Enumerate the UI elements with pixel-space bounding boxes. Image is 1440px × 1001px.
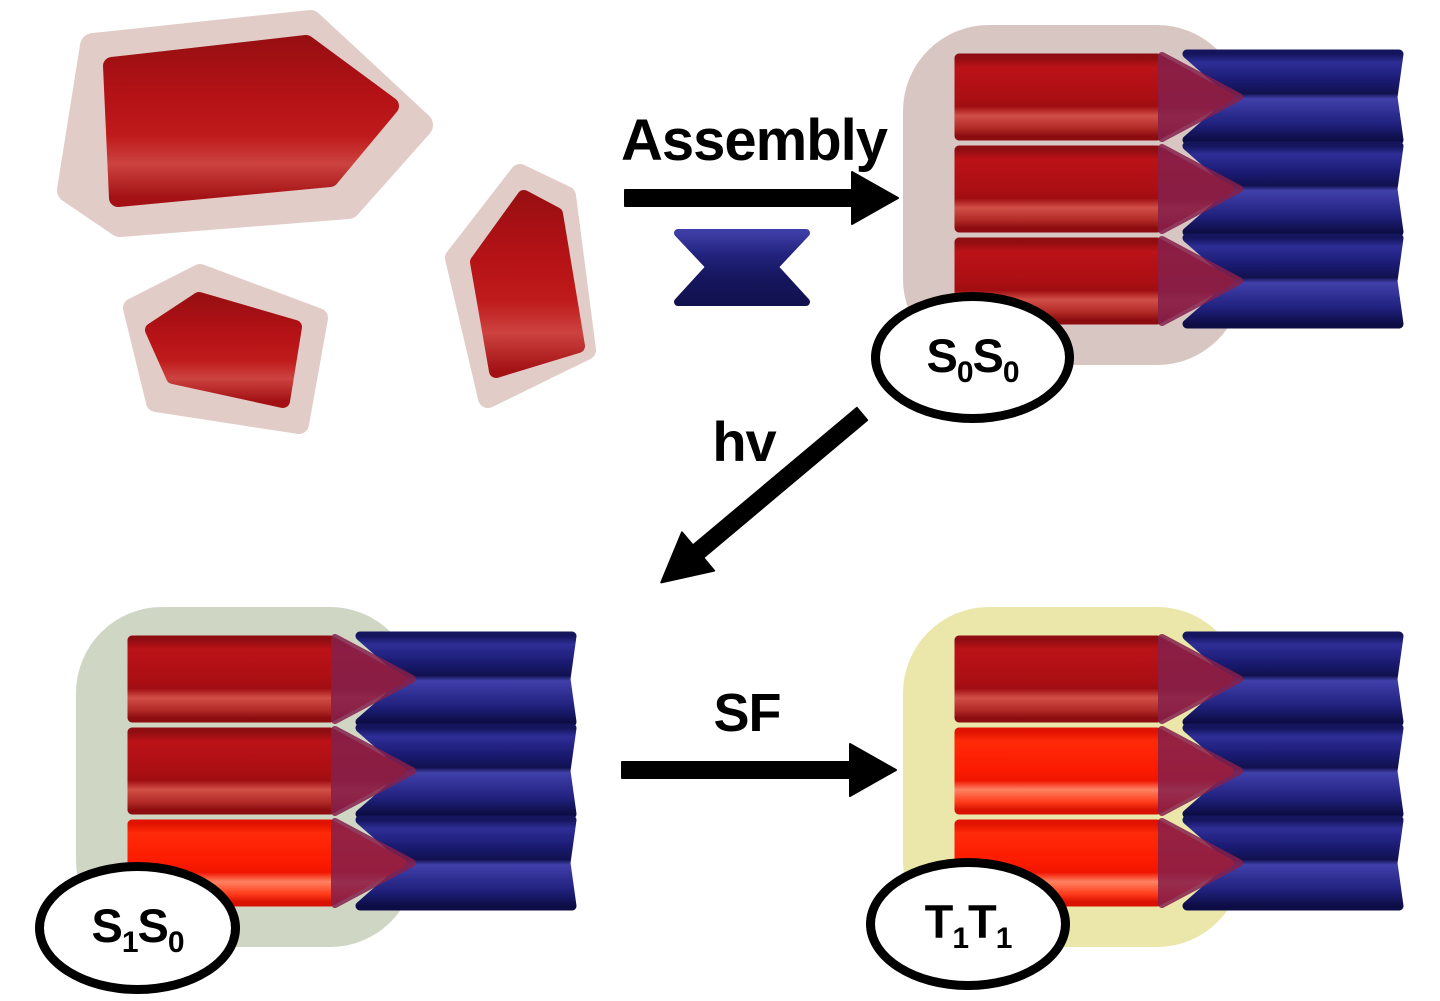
junction-overlap xyxy=(1158,52,1243,142)
hv-arrow xyxy=(660,406,869,584)
junction-overlap xyxy=(1158,144,1243,234)
state-label-s0s0: S0S0 xyxy=(871,292,1074,423)
state-label-text: T1T1 xyxy=(924,895,1013,955)
state-label-text: S1S0 xyxy=(91,899,184,959)
junction-overlap xyxy=(1158,818,1243,908)
state-label-t1t1: T1T1 xyxy=(866,858,1070,990)
junction-overlap xyxy=(1158,236,1243,326)
junction-overlap xyxy=(1158,634,1243,724)
label-assembly: Assembly xyxy=(620,108,888,173)
blue-coupler-monomer xyxy=(674,229,810,306)
label-sf: SF xyxy=(713,683,781,743)
junction-overlap xyxy=(331,726,416,816)
junction-overlap xyxy=(331,634,416,724)
free-monomer-large xyxy=(57,10,433,237)
state-label-text: S0S0 xyxy=(926,328,1019,389)
junction-overlap xyxy=(1158,726,1243,816)
label-hv: hv xyxy=(712,410,776,473)
red-chromophore xyxy=(103,35,399,207)
state-label-s1s0: S1S0 xyxy=(35,862,240,994)
assembly-s0s0 xyxy=(903,25,1404,365)
assembly-arrow xyxy=(624,171,899,225)
free-monomer-tilted xyxy=(445,164,596,408)
assembly-s1s0 xyxy=(76,607,577,947)
free-monomer-small xyxy=(123,264,328,434)
red-chromophore xyxy=(470,190,585,378)
red-chromophore xyxy=(145,292,302,408)
junction-overlap xyxy=(331,818,416,908)
sf-arrow xyxy=(621,743,897,797)
